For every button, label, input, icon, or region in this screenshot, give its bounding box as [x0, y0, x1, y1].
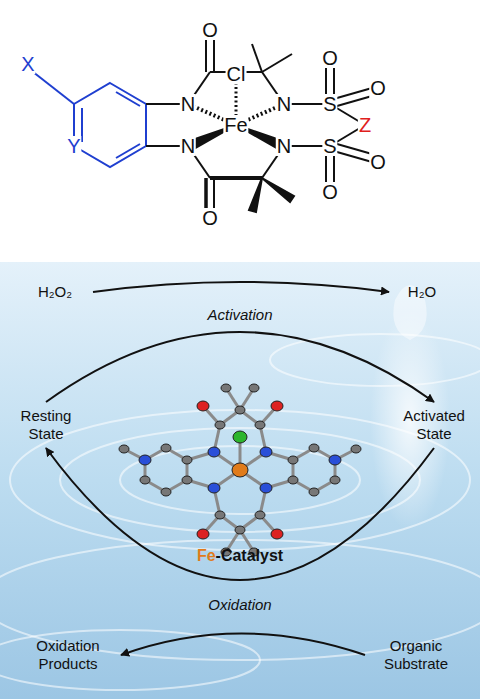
atom-label: Z	[358, 115, 372, 135]
atom-label: N	[276, 136, 292, 156]
node-text: Resting State	[9, 407, 83, 443]
structural-formula	[28, 36, 372, 214]
cycle-arrow	[46, 332, 434, 402]
atom	[161, 488, 171, 496]
atom	[233, 431, 247, 443]
atom	[288, 476, 298, 484]
catalyst-label: -Catalyst	[216, 547, 284, 564]
atom-label: X	[20, 54, 35, 74]
atom-label: Fe	[223, 115, 248, 135]
atom	[235, 406, 245, 414]
atom	[197, 401, 209, 411]
cycle-arrow	[121, 634, 365, 656]
atom-label: Y	[66, 136, 81, 156]
cycle-arrow	[93, 282, 389, 292]
atom	[271, 529, 283, 539]
atom	[208, 483, 220, 493]
cycle-label: H₂O	[392, 281, 452, 303]
atom-label: Cl	[226, 64, 247, 84]
atom	[249, 384, 259, 392]
node-text: Organic Substrate	[370, 637, 462, 673]
cycle-label: Resting State	[7, 405, 85, 445]
cycle-label: H₂O₂	[20, 281, 90, 303]
atom	[309, 488, 319, 496]
node-text: H₂O₂	[22, 283, 88, 301]
atom-label: N	[180, 136, 196, 156]
cycle-label: Oxidation Products	[18, 635, 118, 675]
catalyst-caption: Fe-Catalyst	[197, 548, 283, 564]
atom-label: O	[369, 78, 387, 98]
atom	[309, 444, 319, 452]
atom	[232, 463, 248, 477]
atom-label: O	[321, 182, 339, 202]
node-text: H₂O	[394, 283, 450, 301]
atom	[288, 456, 298, 464]
atom-label: O	[201, 20, 219, 40]
atom-label: O	[321, 48, 339, 68]
atom	[161, 444, 171, 452]
atom	[255, 421, 265, 429]
atom	[260, 483, 272, 493]
atom	[351, 445, 361, 453]
atom	[139, 455, 151, 465]
cycle-label: Organic Substrate	[368, 635, 464, 675]
cycle-arrow	[46, 448, 434, 580]
atom-label: N	[180, 94, 196, 114]
atom	[215, 511, 225, 519]
atom	[215, 421, 225, 429]
atom	[221, 384, 231, 392]
atom	[119, 445, 129, 453]
atom	[260, 447, 272, 457]
atom	[271, 401, 283, 411]
atom-label: O	[201, 208, 219, 228]
atom	[140, 476, 150, 484]
crystal-structure	[119, 384, 361, 556]
step-label: Activation	[204, 306, 275, 323]
atom	[197, 529, 209, 539]
atom	[329, 455, 341, 465]
cycle-label: Activated State	[392, 405, 476, 445]
atom	[182, 456, 192, 464]
atom-label: N	[276, 94, 292, 114]
atom-label: S	[322, 136, 337, 156]
node-text: Activated State	[394, 407, 474, 443]
atom-label: O	[369, 152, 387, 172]
atom	[255, 511, 265, 519]
step-label: Oxidation	[205, 596, 274, 613]
node-text: Oxidation Products	[20, 637, 116, 673]
atom	[330, 476, 340, 484]
atom	[182, 476, 192, 484]
catalyst-label: Fe	[197, 547, 216, 564]
atom	[208, 447, 220, 457]
atom-label: S	[322, 94, 337, 114]
atom	[235, 526, 245, 534]
